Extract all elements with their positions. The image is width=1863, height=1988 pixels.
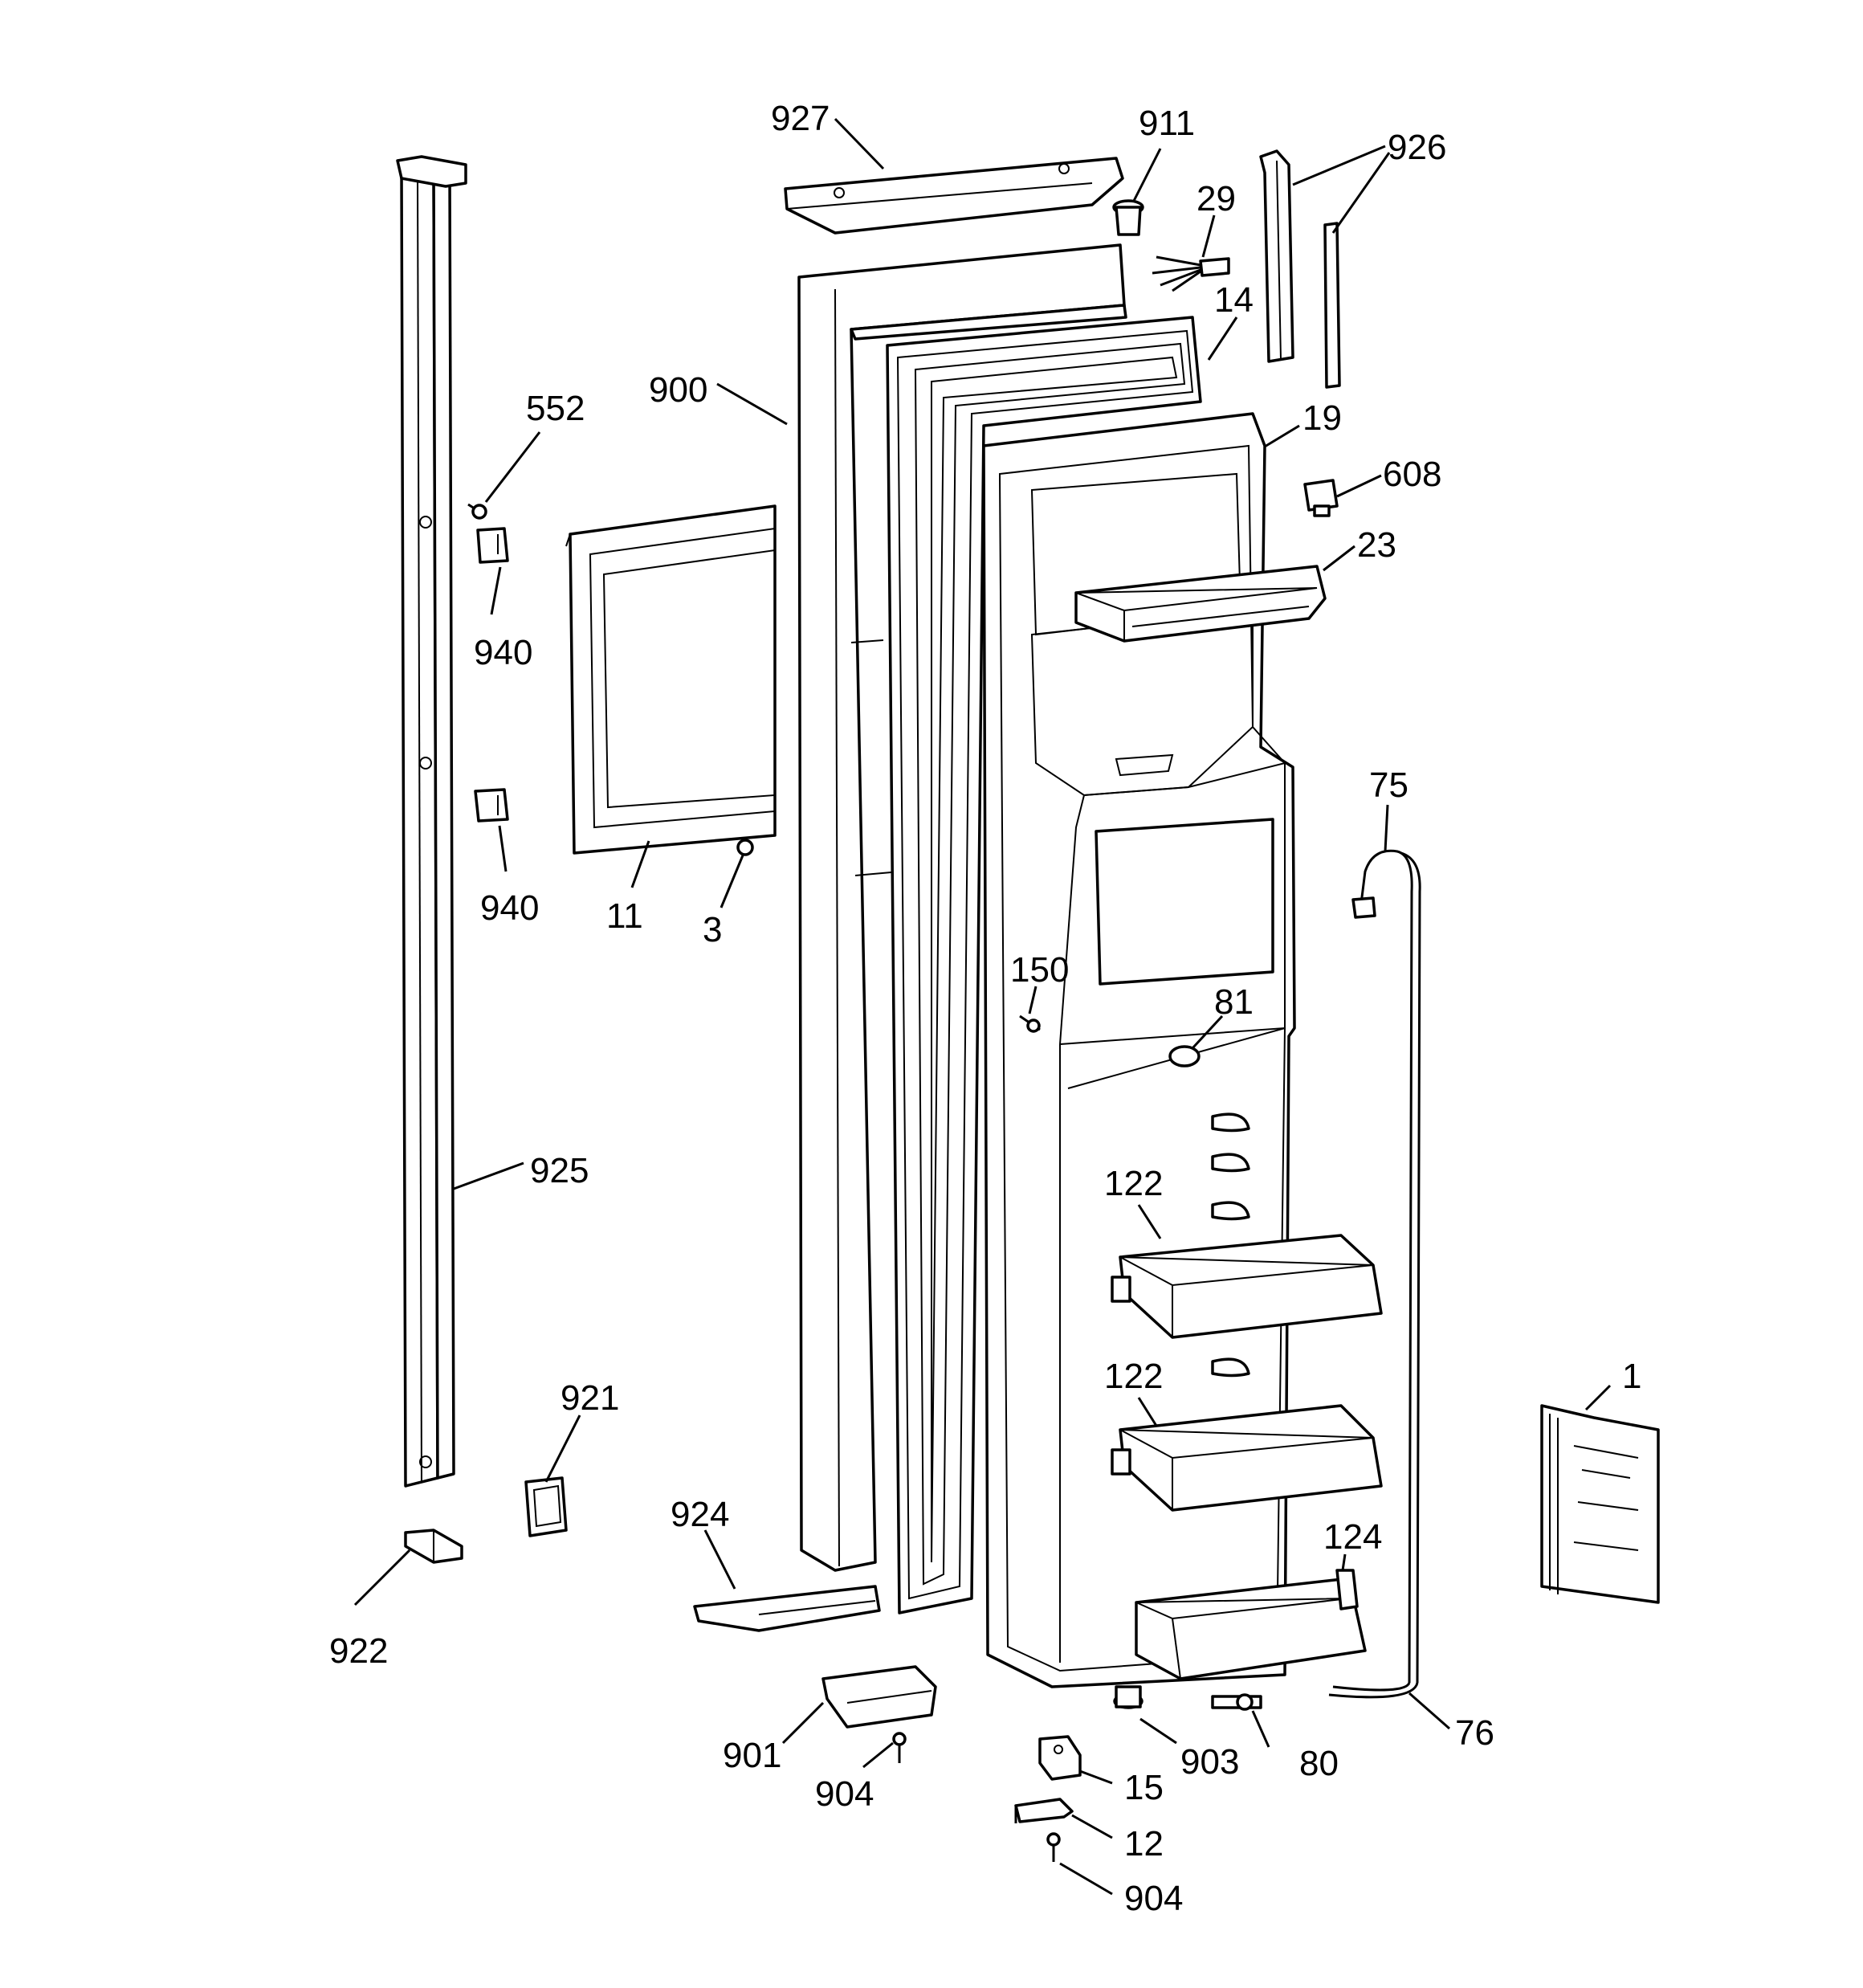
part-903-bushing [1113,1685,1143,1709]
part-14-gasket [886,316,1202,1614]
label-904-bottom: 904 [1124,1879,1183,1918]
part-3-fastener [736,839,754,856]
label-608: 608 [1383,455,1441,494]
label-3: 3 [703,910,722,949]
part-15-hinge-block [1038,1735,1082,1781]
part-940-block-lower [474,788,509,823]
part-904-screw-a [892,1732,907,1763]
part-122-door-bin-lower [1111,1404,1383,1512]
part-150-screw [1019,1014,1041,1033]
part-925-trim-strip [396,155,467,1488]
label-80: 80 [1299,1744,1339,1783]
label-23: 23 [1357,525,1396,565]
part-926-trim-strips [1259,149,1341,389]
part-921-bracket [524,1476,568,1537]
part-12-hinge-plate [1014,1798,1074,1823]
part-922-hinge [404,1529,463,1564]
label-925: 925 [530,1151,589,1190]
part-75-tube [1351,849,1421,1684]
label-924: 924 [671,1495,729,1534]
label-76: 76 [1455,1713,1494,1753]
part-11-panel-frame [565,504,777,855]
callout-labels: 927 911 926 29 14 900 552 19 608 23 940 … [329,99,1641,1918]
label-940-upper: 940 [474,633,532,672]
label-122-upper: 122 [1104,1164,1163,1203]
label-29: 29 [1196,179,1236,218]
label-927: 927 [771,99,830,138]
part-940-block-upper [476,527,509,564]
label-921: 921 [561,1378,619,1418]
part-29-wire-harness [1152,255,1230,292]
label-552: 552 [526,389,585,428]
label-904-left: 904 [815,1774,874,1814]
part-122-door-bin-upper [1111,1234,1383,1339]
leader-lines [353,117,1612,1896]
label-940-lower: 940 [480,888,539,928]
part-76-tube-end [1328,1682,1419,1699]
label-922: 922 [329,1631,388,1671]
part-552-screw [467,503,487,520]
part-608-switch [1303,479,1339,517]
label-122-lower: 122 [1104,1357,1163,1396]
label-124: 124 [1323,1517,1382,1557]
part-124-bottom-bin [1135,1569,1367,1680]
label-15: 15 [1124,1768,1164,1807]
label-911: 911 [1139,104,1195,143]
label-12: 12 [1124,1824,1164,1863]
label-81: 81 [1214,982,1254,1022]
part-1-owner-manual [1540,1404,1660,1604]
label-1: 1 [1622,1357,1641,1396]
label-75: 75 [1369,765,1408,805]
part-927-top-cap [784,157,1124,235]
part-23-top-bin [1074,565,1327,643]
label-11: 11 [606,896,643,936]
part-911-bushing [1112,199,1144,236]
part-900-door-shell [797,243,1127,1572]
label-903: 903 [1180,1742,1239,1782]
part-81-knob [1168,1045,1201,1067]
shelf-supports [1211,1112,1250,1378]
label-14: 14 [1214,280,1254,320]
label-900: 900 [649,370,707,410]
label-926: 926 [1388,128,1446,167]
label-19: 19 [1302,398,1342,438]
part-901-cap [821,1665,937,1729]
label-901: 901 [723,1736,781,1775]
label-150: 150 [1010,950,1069,990]
part-924-bottom-plate [693,1585,881,1632]
part-80-valve [1211,1693,1262,1711]
part-904-screw-b [1046,1832,1061,1862]
